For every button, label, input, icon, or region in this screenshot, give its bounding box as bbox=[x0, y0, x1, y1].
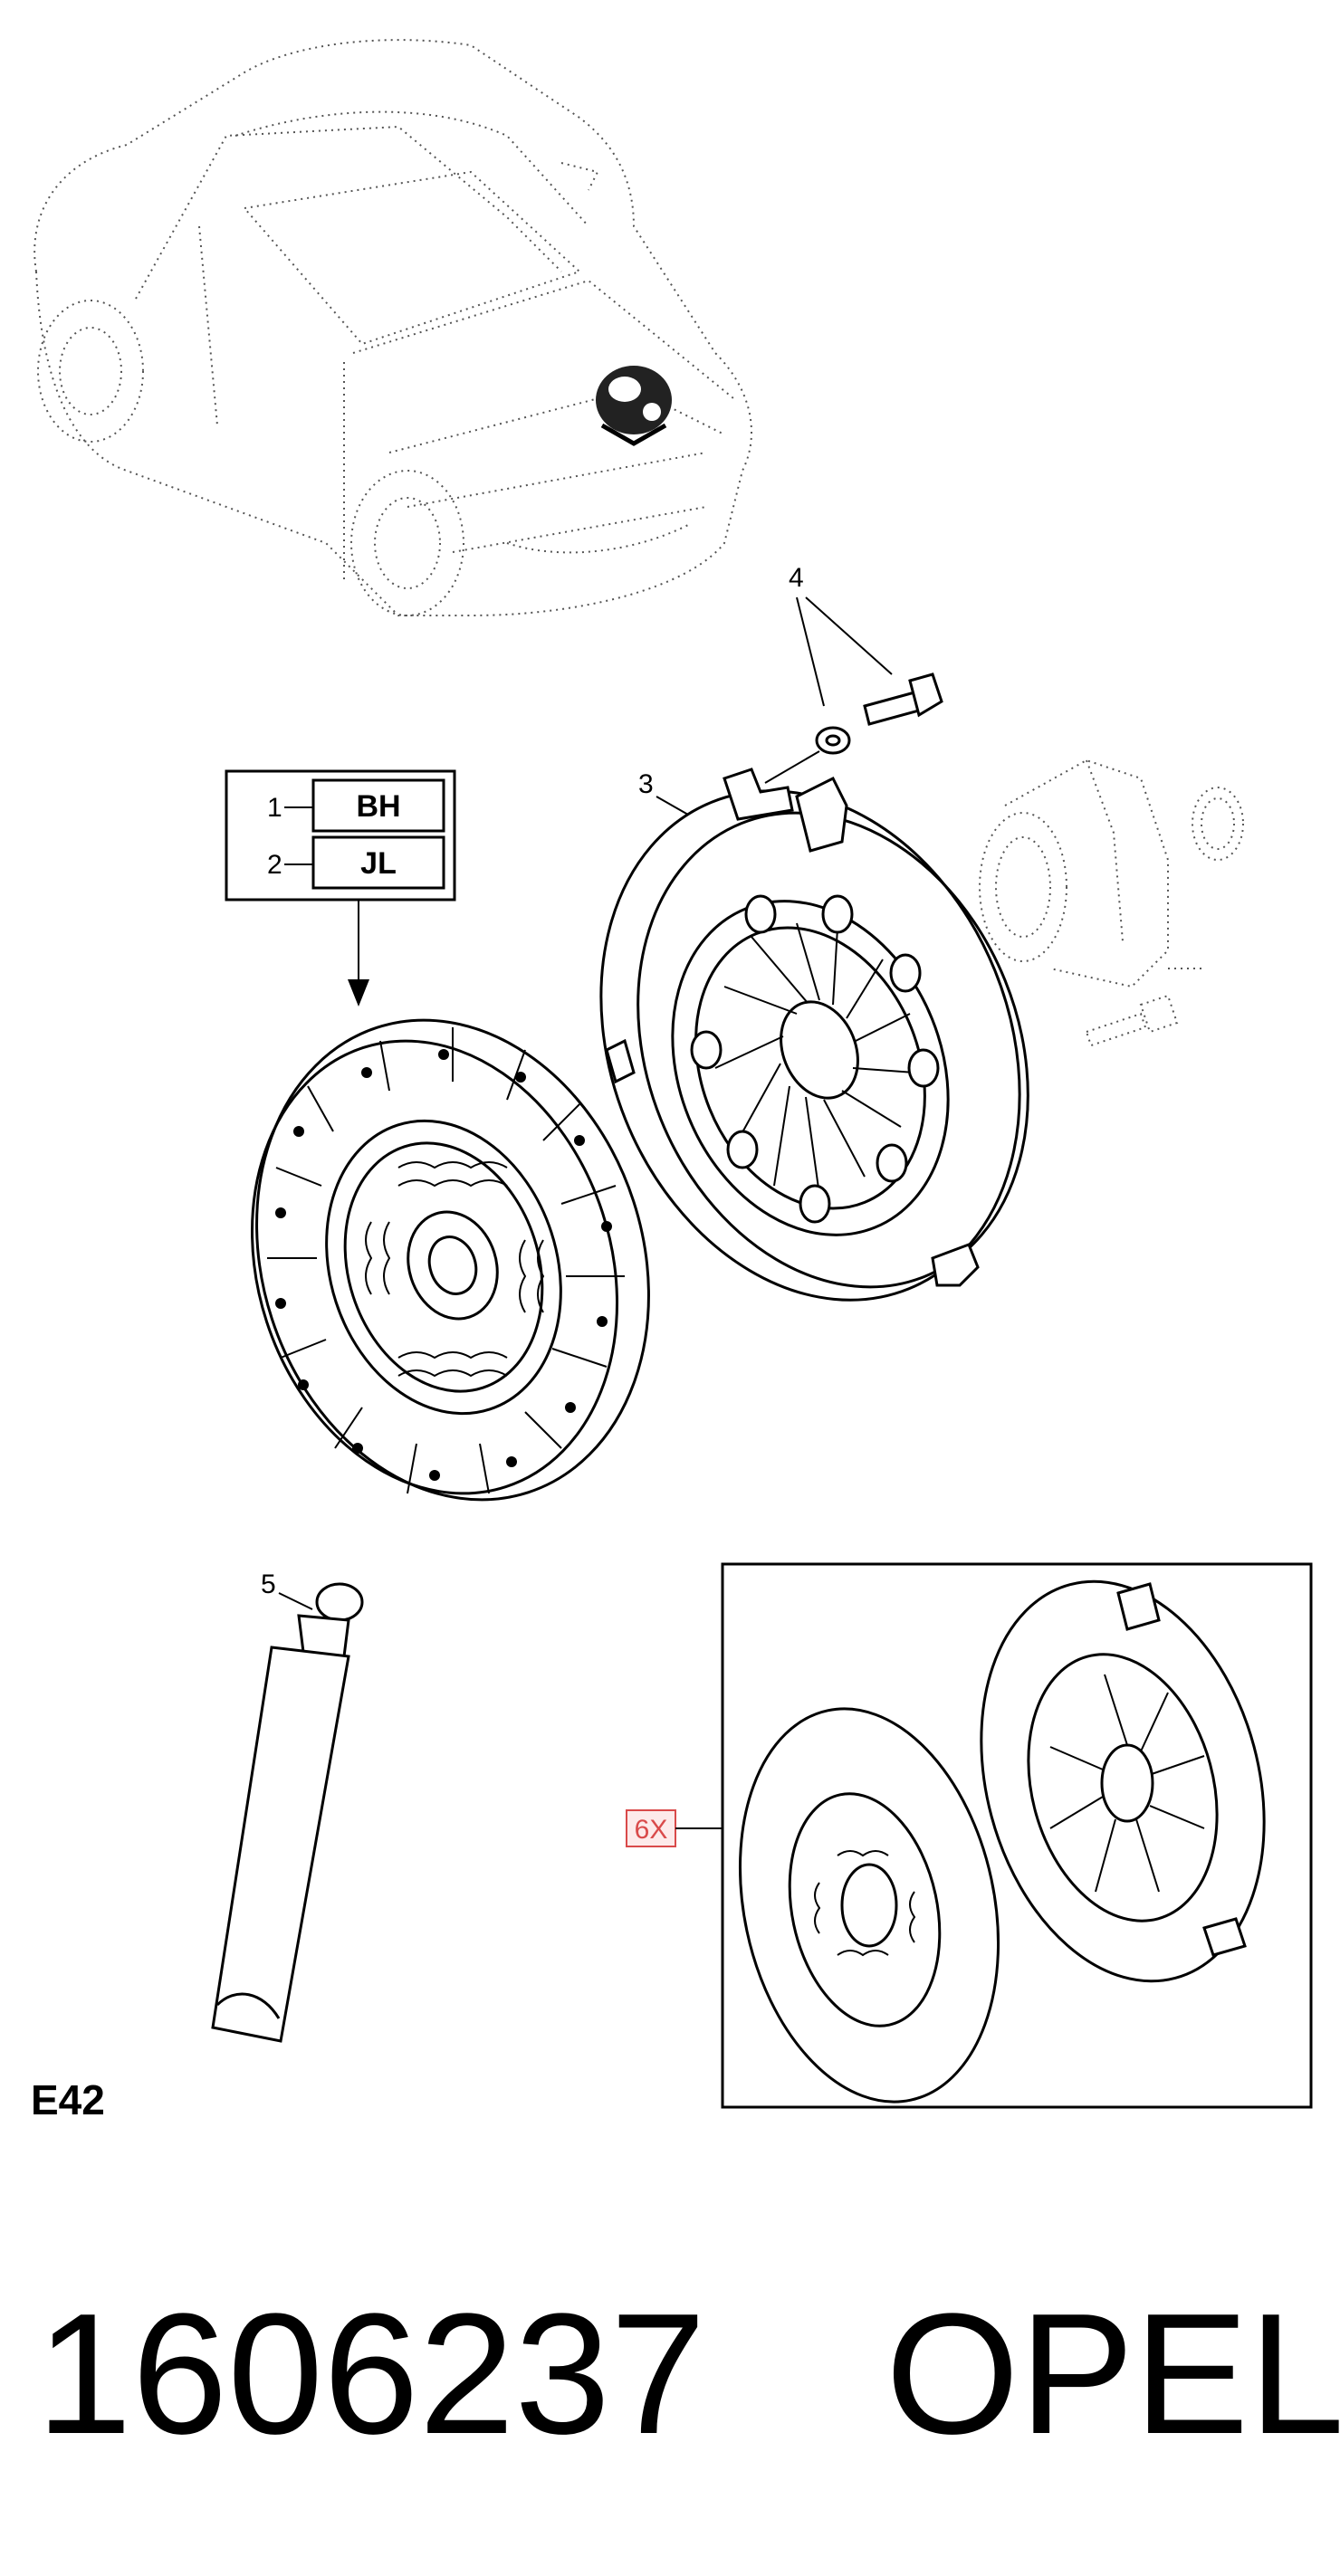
clutch-disc-icon bbox=[250, 1018, 650, 1502]
callout-4-group: 4 bbox=[789, 563, 943, 755]
kit-quantity: 6X bbox=[635, 1815, 668, 1845]
bolt-icon bbox=[863, 673, 943, 726]
callout-3: 3 bbox=[638, 769, 654, 799]
part-number: 1606237 bbox=[36, 2278, 706, 2470]
clutch-location-marker bbox=[596, 366, 672, 446]
brand-name: OPEL bbox=[885, 2278, 1340, 2470]
release-bearing-icon bbox=[979, 758, 1244, 1047]
group-code: E42 bbox=[31, 2076, 105, 2123]
car-locator-icon bbox=[34, 39, 752, 616]
variant-code-jl: JL bbox=[360, 846, 397, 881]
grease-tube-icon: 5 bbox=[211, 1569, 364, 2043]
callout-4: 4 bbox=[789, 563, 804, 593]
pressure-plate-icon: 3 bbox=[599, 750, 1029, 1302]
kit-pressure-plate-icon bbox=[980, 1579, 1266, 1983]
variant-code-table: BH JL 1 2 bbox=[225, 769, 456, 1007]
kit-clutch-disc-icon bbox=[738, 1707, 1000, 2104]
variant-code-bh: BH bbox=[356, 789, 400, 824]
callout-5: 5 bbox=[261, 1569, 276, 1599]
washer-icon bbox=[815, 726, 851, 755]
clutch-kit-box: 6X bbox=[626, 1562, 1313, 2109]
callout-2: 2 bbox=[267, 850, 282, 880]
callout-1: 1 bbox=[267, 793, 282, 823]
